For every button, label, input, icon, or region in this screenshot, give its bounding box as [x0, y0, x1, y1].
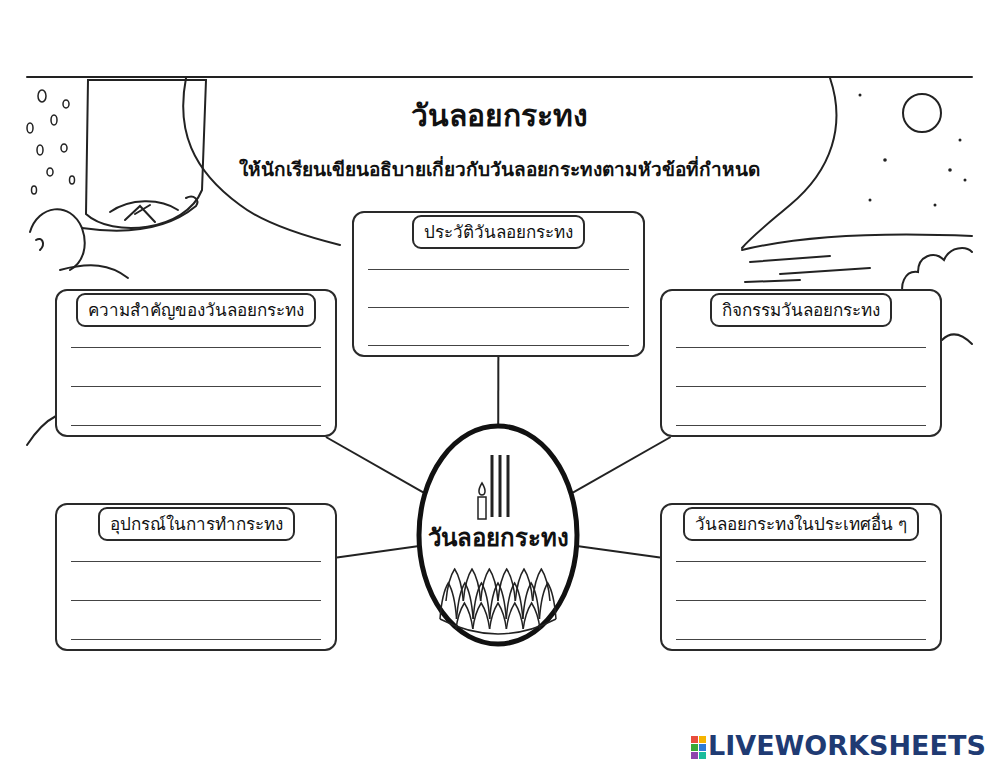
- lotus-petal: [440, 583, 457, 619]
- writing-line: [71, 600, 321, 601]
- person-arm: [82, 197, 197, 231]
- krathong-base: [440, 619, 556, 634]
- small-lantern: [70, 176, 75, 184]
- connector-line: [579, 546, 660, 557]
- person-head: [30, 209, 85, 270]
- logo-square: [691, 736, 698, 743]
- lotus-petal: [490, 603, 507, 629]
- star: [964, 179, 967, 182]
- lotus-petal: [523, 603, 540, 629]
- writing-line: [676, 347, 926, 348]
- writing-line: [71, 386, 321, 387]
- center-ellipse: วันลอยกระทง: [416, 423, 580, 647]
- person-ear: [36, 239, 43, 250]
- topic-box: อุปกรณ์ในการทำกระทง: [55, 503, 337, 651]
- logo-square: [699, 752, 706, 759]
- topic-box: วันลอยกระทงในประเทศอื่น ๆ: [660, 503, 942, 651]
- logo-square: [699, 736, 706, 743]
- writing-line: [71, 425, 321, 426]
- topic-box: ความสำคัญของวันลอยกระทง: [55, 289, 337, 437]
- small-lantern: [38, 90, 46, 102]
- topic-box: กิจกรรมวันลอยกระทง: [660, 289, 942, 437]
- incense-stick: [507, 455, 510, 517]
- star: [934, 204, 937, 207]
- topic-box: ประวัติวันลอยกระทง: [352, 211, 645, 357]
- writing-line: [368, 345, 629, 346]
- writing-line: [676, 600, 926, 601]
- instruction-text: ให้นักเรียนเขียนอธิบายเกี่ยวกับวันลอยกระ…: [0, 154, 999, 184]
- topic-heading: ประวัติวันลอยกระทง: [412, 215, 585, 249]
- star: [959, 139, 962, 142]
- connector-line: [326, 437, 423, 492]
- topic-heading: วันลอยกระทงในประเทศอื่น ๆ: [683, 507, 919, 541]
- star: [869, 199, 872, 202]
- moon: [903, 94, 941, 132]
- logo-square: [699, 744, 706, 751]
- lotus-petal: [490, 583, 507, 619]
- hill-curve: [27, 416, 56, 445]
- connector-line: [337, 546, 417, 557]
- lotus-petal: [506, 603, 523, 629]
- writing-line: [676, 425, 926, 426]
- small-lantern: [63, 100, 69, 108]
- lotus-petal: [539, 583, 556, 619]
- small-lantern: [27, 123, 33, 133]
- small-lantern: [37, 145, 43, 155]
- small-lantern: [51, 115, 57, 125]
- watermark: LIVEWORKSHEETS: [708, 730, 986, 761]
- topic-heading: กิจกรรมวันลอยกระทง: [710, 293, 892, 327]
- river-ripples: [745, 256, 870, 282]
- writing-line: [676, 561, 926, 562]
- lotus-petal: [456, 603, 473, 629]
- worksheet-title: วันลอยกระทง: [0, 96, 999, 136]
- writing-line: [368, 269, 629, 270]
- person-shoulder: [60, 265, 128, 278]
- candle-flame: [479, 483, 485, 495]
- logo-square: [691, 744, 698, 751]
- shore-line: [742, 235, 972, 250]
- bush-lower: [942, 334, 972, 344]
- logo-squares: [691, 736, 706, 759]
- lotus-petal: [473, 603, 490, 629]
- connector-line: [573, 437, 671, 493]
- small-lantern: [32, 186, 37, 194]
- writing-line: [71, 639, 321, 640]
- center-title: วันลอยกระทง: [416, 523, 580, 553]
- sky-lantern: [86, 80, 206, 228]
- star: [883, 158, 887, 162]
- topic-heading: อุปกรณ์ในการทำกระทง: [98, 507, 295, 541]
- topic-heading: ความสำคัญของวันลอยกระทง: [76, 293, 316, 327]
- star: [948, 168, 952, 172]
- writing-line: [71, 561, 321, 562]
- writing-line: [676, 386, 926, 387]
- star: [859, 94, 862, 97]
- incense-stick: [491, 455, 494, 517]
- lantern-flame: [125, 205, 155, 222]
- connector-line: [497, 357, 499, 424]
- small-lantern: [61, 144, 67, 152]
- small-lantern: [47, 168, 53, 176]
- logo-square: [691, 752, 698, 759]
- writing-line: [71, 347, 321, 348]
- candle: [478, 497, 486, 519]
- writing-line: [676, 639, 926, 640]
- writing-line: [368, 307, 629, 308]
- incense-stick: [499, 455, 502, 517]
